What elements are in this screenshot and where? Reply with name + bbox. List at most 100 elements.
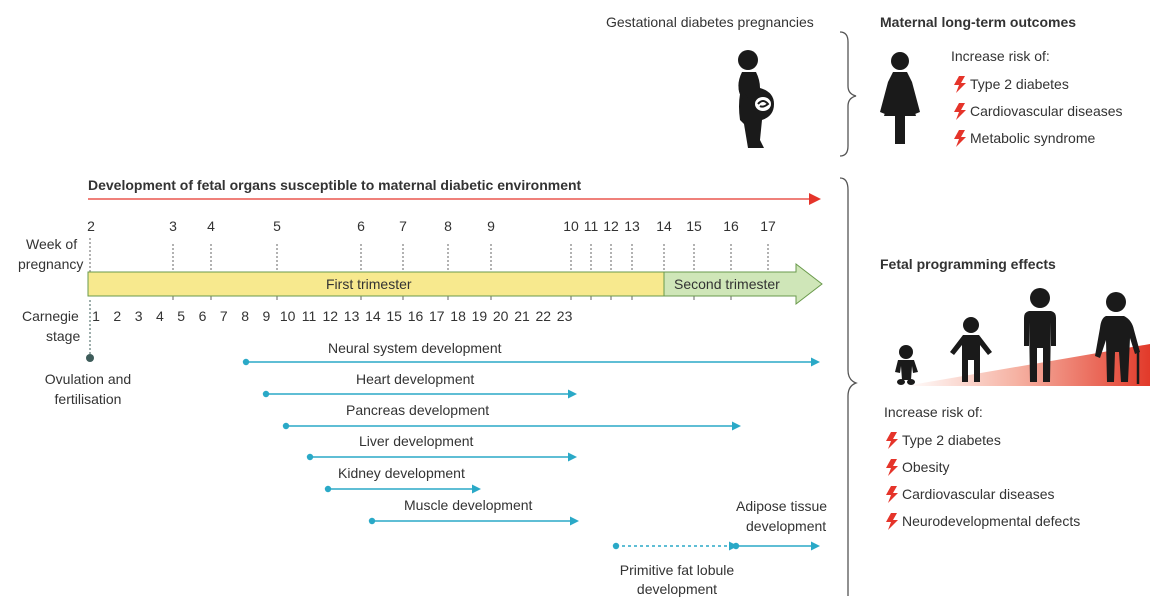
- child-icon: [950, 317, 992, 382]
- bolt-icon: [954, 103, 966, 120]
- organ-label: Neural system development: [328, 340, 502, 356]
- bolt-icon: [886, 459, 898, 476]
- fetal-risk-1: Type 2 diabetes: [902, 432, 1001, 448]
- carnegie-stage-number: 12: [322, 308, 339, 324]
- fetal-risk-3: Cardiovascular diseases: [902, 486, 1055, 502]
- carnegie-stage-number: 7: [219, 308, 228, 324]
- elderly-icon: [1095, 292, 1140, 384]
- week-number: 11: [583, 218, 599, 234]
- carnegie-stage-number: 5: [177, 308, 186, 324]
- carnegie-stage-number: 13: [343, 308, 360, 324]
- carnegie-label-line1: Carnegie: [22, 308, 79, 324]
- carnegie-stage-number: 8: [241, 308, 249, 324]
- carnegie-stage-number: 17: [429, 308, 445, 324]
- organ-label: Heart development: [356, 371, 475, 387]
- organ-label: Kidney development: [338, 465, 465, 481]
- carnegie-stage-number: 6: [198, 308, 207, 324]
- organ-label: Pancreas development: [346, 402, 490, 418]
- week-label-line1: Week of: [26, 236, 78, 252]
- carnegie-stage-number: 9: [262, 308, 271, 324]
- ovulation-marker: [86, 300, 94, 362]
- maternal-risk-2: Cardiovascular diseases: [970, 103, 1123, 119]
- organ-arrow-arrowhead: [472, 484, 481, 494]
- adipose-label-line2: development: [746, 518, 827, 534]
- week-number: 13: [624, 218, 640, 234]
- carnegie-stage-number: 15: [386, 308, 402, 324]
- bolt-icon: [886, 432, 898, 449]
- organ-arrow-arrowhead: [568, 452, 577, 462]
- week-number: 2: [87, 218, 95, 234]
- carnegie-stage-number: 2: [113, 308, 122, 324]
- week-number: 4: [207, 218, 215, 234]
- organ-label: Liver development: [359, 433, 474, 449]
- adipose-arrow-arrowhead: [811, 541, 820, 551]
- week-number: 3: [169, 218, 177, 234]
- fetal-brace: [839, 177, 858, 596]
- week-number: 7: [399, 218, 407, 234]
- adipose-label-line1: Adipose tissue: [736, 498, 828, 514]
- organ-development-arrows: [242, 357, 820, 551]
- maternal-brace: [839, 31, 857, 157]
- timeline-title: Development of fetal organs susceptible …: [88, 177, 582, 193]
- week-number: 16: [723, 218, 739, 234]
- age-progression: [895, 288, 1150, 386]
- bolt-icon: [886, 513, 898, 530]
- bolt-icon: [954, 130, 966, 147]
- organ-arrow-arrowhead: [568, 389, 577, 399]
- carnegie-stage-number: 11: [301, 308, 317, 324]
- week-number: 12: [603, 218, 619, 234]
- organ-arrow-arrowhead: [732, 421, 741, 431]
- fat-lobule-label-line2: development: [636, 581, 718, 597]
- carnegie-stage-number: 1: [92, 308, 100, 324]
- trimester-bar: [87, 262, 823, 306]
- week-number: 14: [656, 218, 672, 234]
- second-trimester-label: Second trimester: [674, 276, 780, 292]
- week-number: 8: [444, 218, 452, 234]
- fat-lobule-label-line1: Primitive fat lobule: [619, 562, 735, 578]
- maternal-risk-3: Metabolic syndrome: [970, 130, 1096, 146]
- carnegie-label-line2: stage: [46, 328, 81, 344]
- carnegie-stage-number: 22: [535, 308, 552, 324]
- fetal-risk-2: Obesity: [902, 459, 950, 475]
- first-trimester-label: First trimester: [326, 276, 412, 292]
- ovulation-label-line2: fertilisation: [54, 391, 122, 407]
- week-number: 6: [357, 218, 365, 234]
- carnegie-stage-number: 4: [155, 308, 164, 324]
- woman-icon: [880, 52, 920, 144]
- carnegie-stage-number: 10: [279, 308, 296, 324]
- carnegie-stage-number: 21: [514, 308, 530, 324]
- risk-bolt-icons: [886, 76, 966, 530]
- baby-icon: [895, 345, 918, 385]
- week-number: 9: [487, 218, 495, 234]
- carnegie-stage-number: 3: [134, 308, 143, 324]
- carnegie-stage-number: 16: [407, 308, 424, 324]
- organ-label: Muscle development: [404, 497, 533, 513]
- fetal-increase-risk: Increase risk of:: [884, 404, 983, 420]
- week-number: 17: [760, 218, 776, 234]
- carnegie-stage-number: 18: [450, 308, 466, 324]
- fetal-programming-title: Fetal programming effects: [880, 256, 1056, 272]
- week-number: 15: [686, 218, 702, 234]
- maternal-risk-1: Type 2 diabetes: [970, 76, 1069, 92]
- maternal-increase-risk: Increase risk of:: [951, 48, 1050, 64]
- week-number: 10: [563, 218, 579, 234]
- carnegie-stage-number: 23: [556, 308, 573, 324]
- organ-arrow-arrowhead: [570, 516, 579, 526]
- maternal-outcomes-title: Maternal long-term outcomes: [880, 14, 1077, 30]
- pregnant-woman-icon: [738, 50, 774, 148]
- week-number: 5: [273, 218, 281, 234]
- organ-arrow-arrowhead: [811, 357, 820, 367]
- adult-icon: [1024, 288, 1056, 382]
- bolt-icon: [886, 486, 898, 503]
- week-tick-marks: [89, 238, 769, 300]
- week-label-line2: pregnancy: [18, 256, 84, 272]
- ovulation-label-line1: Ovulation and: [44, 371, 132, 387]
- carnegie-stage-number: 14: [365, 308, 381, 324]
- gdm-label: Gestational diabetes pregnancies: [606, 14, 814, 30]
- carnegie-stage-number: 19: [471, 308, 488, 324]
- fetal-risk-4: Neurodevelopmental defects: [902, 513, 1081, 529]
- carnegie-stage-number: 20: [492, 308, 509, 324]
- timeline-arrow: [88, 193, 821, 205]
- bolt-icon: [954, 76, 966, 93]
